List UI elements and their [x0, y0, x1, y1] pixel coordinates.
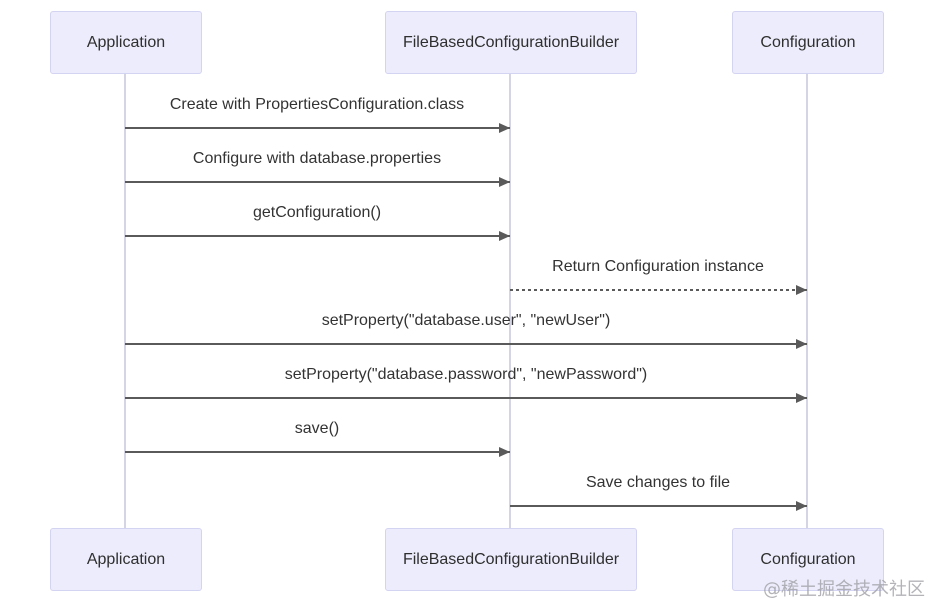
actor-top-application: Application: [50, 11, 202, 74]
message-label: Configure with database.properties: [192, 150, 442, 167]
actor-label: Configuration: [760, 550, 856, 568]
actor-label: Application: [86, 33, 166, 51]
message-arrow: [125, 123, 510, 133]
message-label: setProperty("database.user", "newUser"): [321, 312, 611, 329]
actor-label: Application: [86, 550, 166, 568]
actor-top-configuration: Configuration: [732, 11, 884, 74]
message-label: Save changes to file: [585, 474, 731, 491]
arrowhead-icon: [796, 393, 807, 403]
message-arrow: [125, 339, 807, 349]
message-label: Return Configuration instance: [552, 258, 764, 275]
actor-label: Configuration: [760, 33, 856, 51]
arrowhead-icon: [499, 447, 510, 457]
message-arrow-dashed: [510, 285, 807, 295]
message-arrow: [125, 231, 510, 241]
message-arrow: [510, 501, 807, 511]
message-label: Create with PropertiesConfiguration.clas…: [169, 96, 465, 113]
actor-label: FileBasedConfigurationBuilder: [402, 33, 620, 51]
actor-bottom-filebasedconfigurationbuilder: FileBasedConfigurationBuilder: [385, 528, 637, 591]
actor-top-filebasedconfigurationbuilder: FileBasedConfigurationBuilder: [385, 11, 637, 74]
arrowhead-icon: [796, 285, 807, 295]
watermark: @稀土掘金技术社区: [763, 579, 925, 600]
message-label: getConfiguration(): [252, 204, 382, 221]
message-label: setProperty("database.password", "newPas…: [284, 366, 648, 383]
arrowhead-icon: [499, 231, 510, 241]
message-arrow: [125, 177, 510, 187]
arrowhead-icon: [499, 177, 510, 187]
arrowhead-icon: [796, 339, 807, 349]
actor-label: FileBasedConfigurationBuilder: [402, 550, 620, 568]
actor-bottom-application: Application: [50, 528, 202, 591]
lifeline-application: [124, 73, 126, 529]
message-arrow: [125, 393, 807, 403]
lifeline-configuration: [806, 73, 808, 529]
actor-bottom-configuration: Configuration: [732, 528, 884, 591]
arrowhead-icon: [499, 123, 510, 133]
message-label: save(): [294, 420, 340, 437]
lifeline-filebasedconfigurationbuilder: [509, 73, 511, 529]
arrowhead-icon: [796, 501, 807, 511]
message-arrow: [125, 447, 510, 457]
